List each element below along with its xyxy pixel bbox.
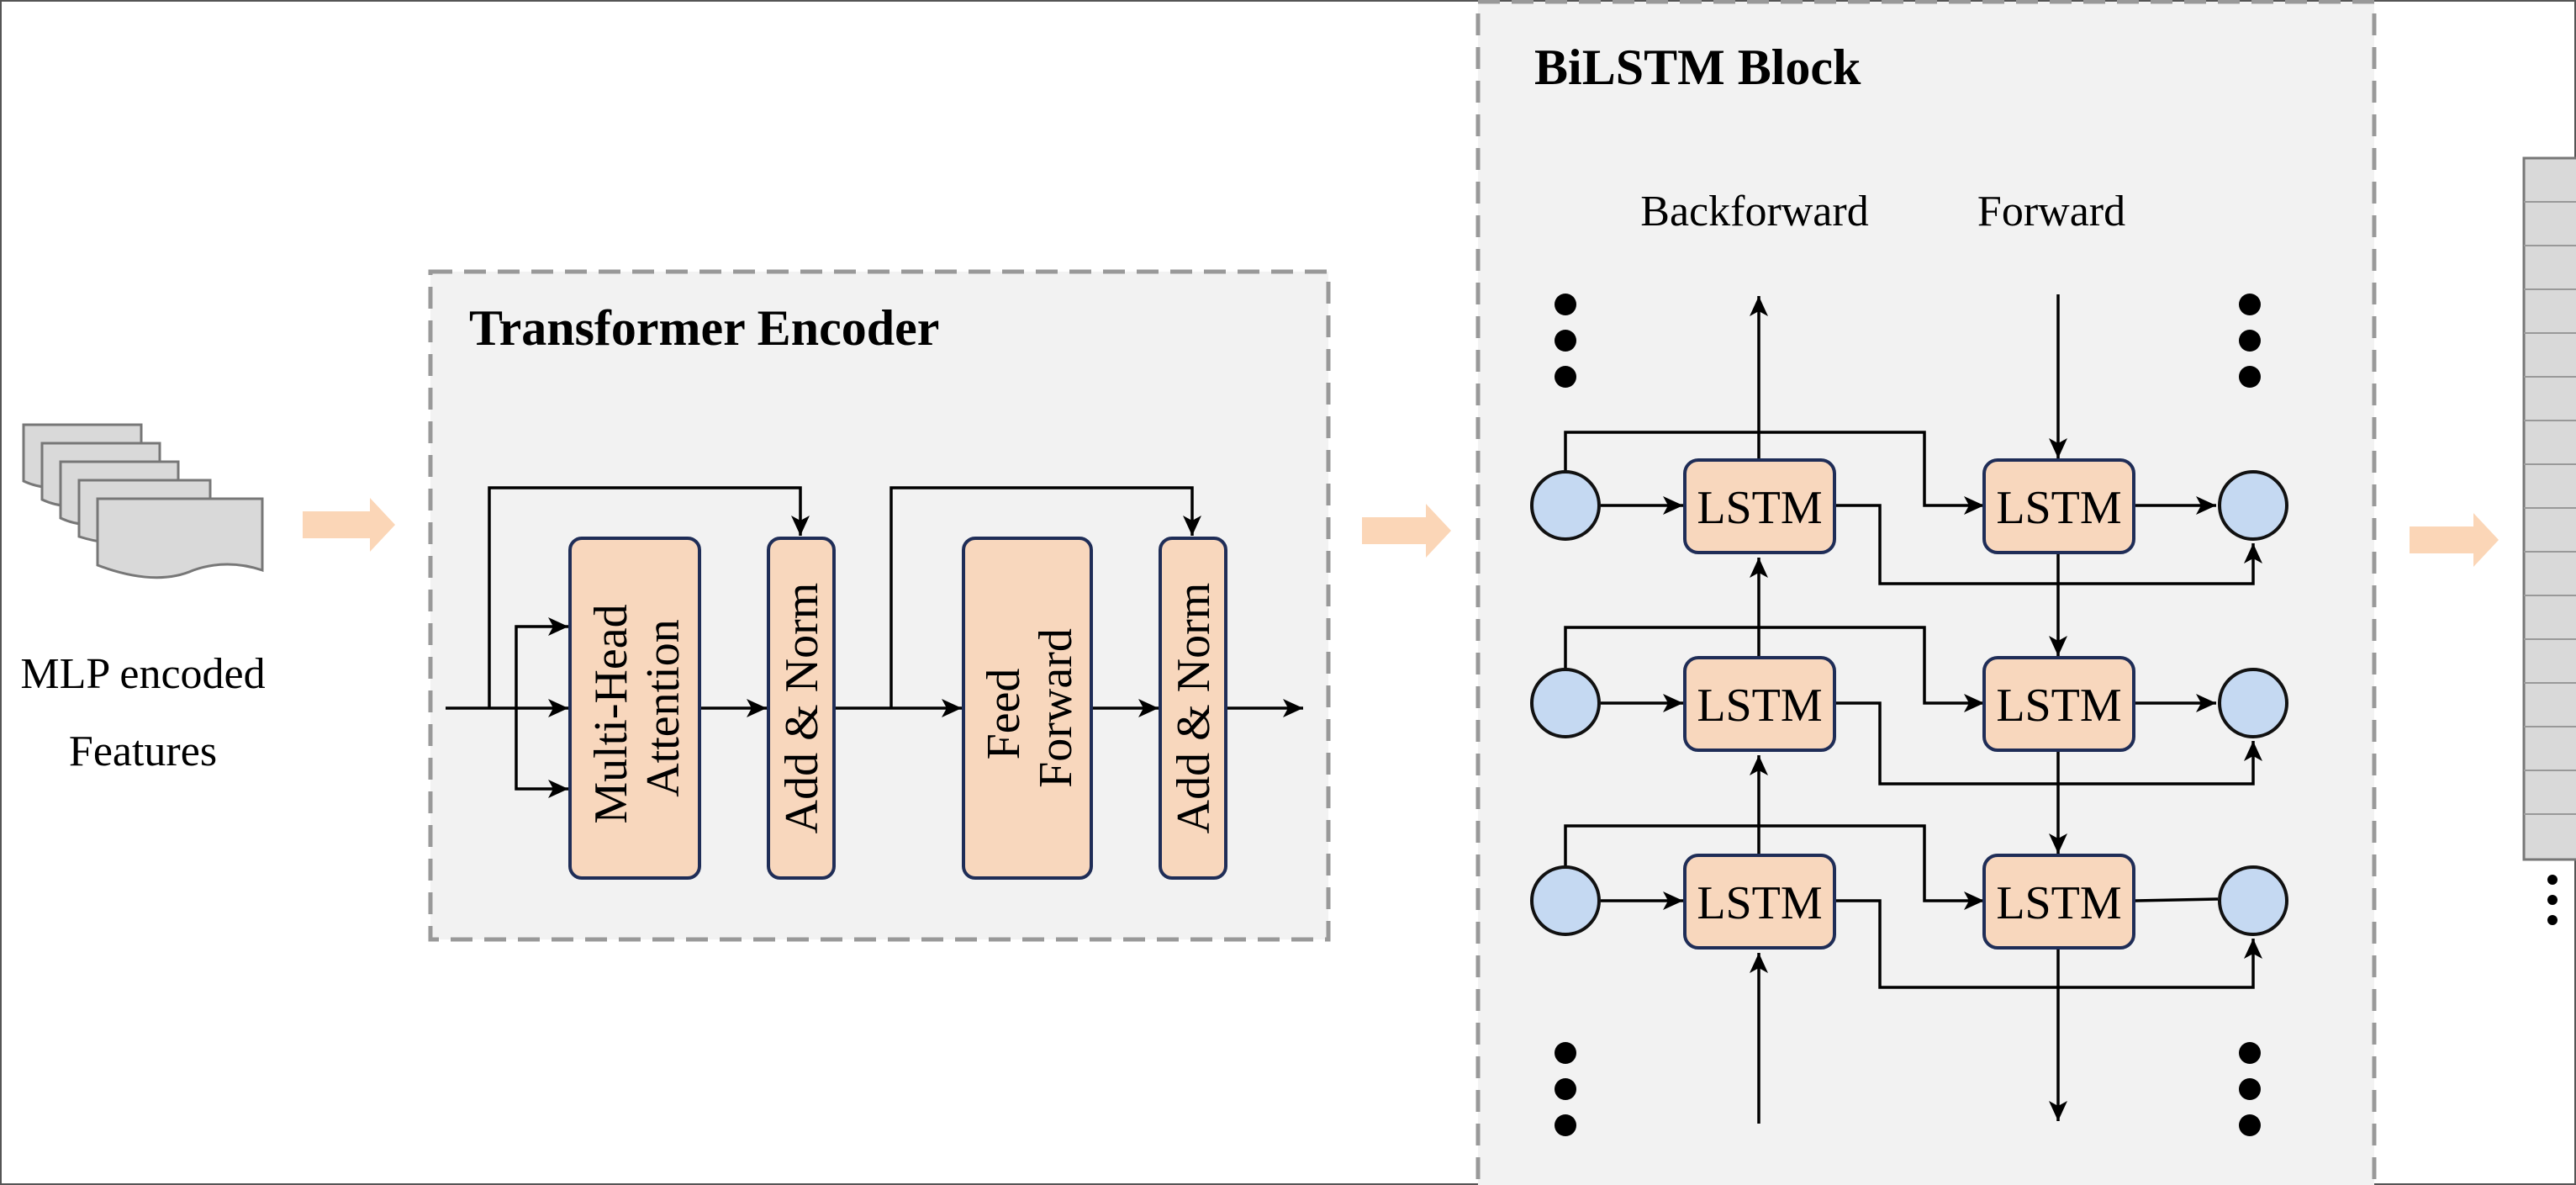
attention-label-line1: Multi-Head <box>585 604 637 823</box>
bilstm-title: BiLSTM Block <box>1534 40 1861 95</box>
feedforward-label-line2: Forward <box>1030 628 1082 788</box>
output-node <box>2218 470 2288 541</box>
lstm-cell-forward-2: LSTM <box>1982 656 2135 752</box>
lstm-cell-backward-2: LSTM <box>1683 656 1836 752</box>
feedforward-label-line1: Feed <box>978 669 1030 760</box>
lstm-label: LSTM <box>1697 877 1822 929</box>
svg-text:Feed Forward: Feed Forward <box>978 628 1082 788</box>
input-node <box>1530 470 1601 541</box>
ellipsis-icon <box>1555 294 1576 388</box>
transformer-wires <box>446 486 1303 798</box>
backward-label: Backforward <box>1640 188 1868 235</box>
ellipsis-icon <box>2239 294 2261 388</box>
input-label-line2: Features <box>69 727 217 775</box>
lstm-label: LSTM <box>1697 680 1822 732</box>
attention-label-line2: Attention <box>637 619 689 797</box>
ellipsis-icon <box>2547 875 2558 925</box>
lstm-label: LSTM <box>1996 680 2121 732</box>
ellipsis-icon <box>2239 1042 2261 1136</box>
lstm-label: LSTM <box>1996 877 2121 929</box>
svg-text:Multi-Head Attention: Multi-Head Attention <box>585 592 689 823</box>
lstm-cell-backward-1: LSTM <box>1683 458 1836 554</box>
output-node <box>2218 865 2288 936</box>
flow-arrow-icon <box>1362 504 1451 558</box>
input-node <box>1530 865 1601 936</box>
input-label-line1: MLP encoded <box>20 650 265 698</box>
bilstm-wires <box>1564 294 2262 1124</box>
add-norm-block-1: Add & Norm <box>767 537 836 880</box>
input-node <box>1530 668 1601 738</box>
lstm-cell-backward-3: LSTM <box>1683 854 1836 950</box>
flow-arrow-icon <box>303 498 395 552</box>
bilstm-panel <box>1475 0 2377 1185</box>
multi-head-attention-block: Multi-Head Attention <box>568 537 701 880</box>
flow-arrow-icon <box>2410 513 2499 567</box>
lstm-label: LSTM <box>1697 482 1822 534</box>
lstm-label: LSTM <box>1996 482 2121 534</box>
add-norm-label-2: Add & Norm <box>1168 583 1220 834</box>
lstm-cell-forward-1: LSTM <box>1982 458 2135 554</box>
forward-label: Forward <box>1977 188 2125 235</box>
lstm-cell-forward-3: LSTM <box>1982 854 2135 950</box>
add-norm-block-2: Add & Norm <box>1159 537 1227 880</box>
output-node <box>2218 668 2288 738</box>
feed-forward-block: Feed Forward <box>962 537 1093 880</box>
ellipsis-icon <box>1555 1042 1576 1136</box>
output-vector <box>2522 156 2576 861</box>
input-features-icon <box>22 423 264 579</box>
add-norm-label-1: Add & Norm <box>776 583 828 834</box>
transformer-encoder-title: Transformer Encoder <box>469 300 939 356</box>
